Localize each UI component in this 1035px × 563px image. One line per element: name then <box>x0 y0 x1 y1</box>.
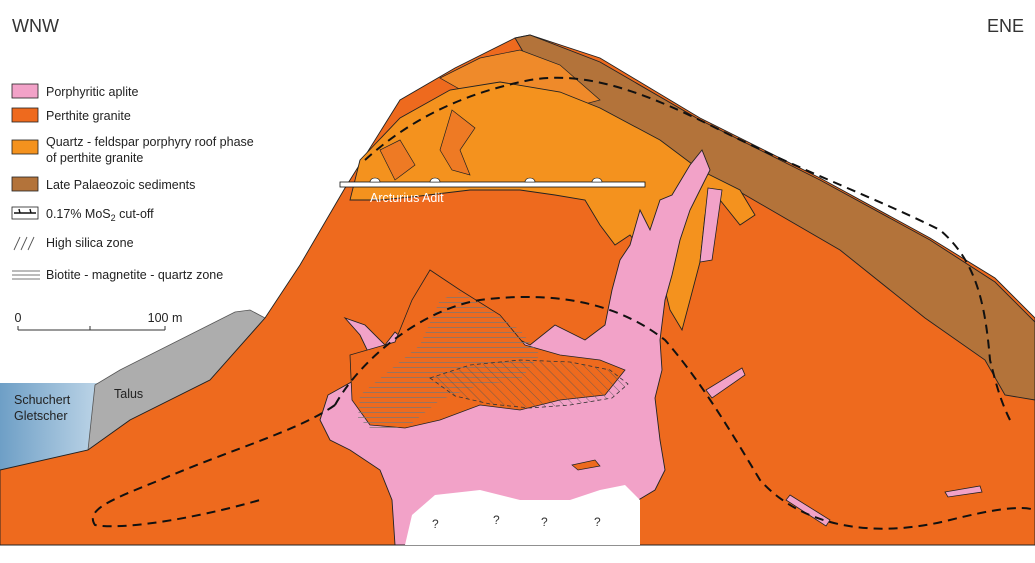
legend-label-porphyry-line1: Quartz - feldspar porphyry roof phase <box>46 135 254 149</box>
legend-label-biotite: Biotite - magnetite - quartz zone <box>46 268 223 282</box>
legend-swatch-perthite <box>12 108 38 122</box>
scale-start-label: 0 <box>15 311 22 325</box>
unknown-marker: ? <box>432 517 439 531</box>
legend-label-aplite: Porphyritic aplite <box>46 85 138 99</box>
legend-label-cutoff: 0.17% MoS2 cut-off <box>46 207 154 223</box>
legend-swatch-aplite <box>12 84 38 98</box>
west-direction-label: WNW <box>12 16 59 36</box>
scale-bar: 0 100 m <box>15 311 183 330</box>
legend: Porphyritic aplite Perthite granite Quar… <box>12 84 254 282</box>
scale-end-label: 100 m <box>148 311 183 325</box>
adit-label: Arcturius Adit <box>370 191 444 205</box>
legend-label-porphyry-line2: of perthite granite <box>46 151 143 165</box>
glacier-label-line1: Schuchert <box>14 393 71 407</box>
legend-label-high-silica: High silica zone <box>46 236 134 250</box>
talus-label: Talus <box>114 387 143 401</box>
legend-label-perthite: Perthite granite <box>46 109 131 123</box>
legend-swatch-sediments <box>12 177 38 191</box>
legend-swatch-biotite <box>12 271 40 279</box>
glacier-label-line2: Gletscher <box>14 409 68 423</box>
legend-label-sediments: Late Palaeozoic sediments <box>46 178 195 192</box>
arcturius-adit <box>340 182 645 187</box>
east-direction-label: ENE <box>987 16 1024 36</box>
legend-swatch-porphyry <box>12 140 38 154</box>
unknown-marker: ? <box>493 513 500 527</box>
unknown-marker: ? <box>594 515 601 529</box>
legend-swatch-high-silica <box>14 237 34 250</box>
unknown-marker: ? <box>541 515 548 529</box>
legend-swatch-cutoff <box>12 207 38 219</box>
